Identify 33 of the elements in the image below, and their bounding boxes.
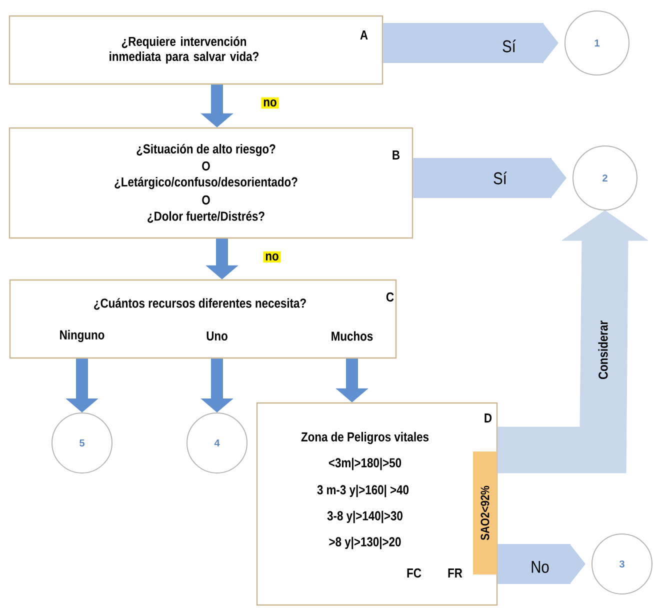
question-box: [8, 15, 384, 85]
option-label: Uno: [206, 331, 228, 341]
edge-label: No: [528, 559, 552, 575]
question-text: ¿Letárgico/confuso/desorientado?: [114, 176, 298, 190]
box-heading: Zona de Peligros vitales: [301, 432, 429, 444]
box-letter: C: [386, 292, 394, 302]
edge-label: Considerar: [596, 318, 610, 382]
edge-label: no: [263, 251, 281, 263]
box-letter: D: [484, 414, 492, 422]
edge-label: Sí: [500, 38, 518, 54]
question-text: ¿Cuántos recursos diferentes necesita?: [94, 298, 306, 310]
question-box: [8, 127, 414, 239]
l-shaped-arrow: [497, 210, 648, 474]
vital-signs-row: 3-8 y|>140|>30: [327, 510, 402, 524]
column-label: FR: [448, 568, 462, 578]
question-box: [9, 279, 397, 359]
option-label: Muchos: [332, 331, 373, 341]
option-label: Ninguno: [60, 330, 104, 342]
edge-label: Sí: [491, 170, 509, 186]
vital-signs-row: >8 y|>130|>20: [329, 536, 401, 550]
box-letter: A: [360, 30, 368, 40]
connector-word: O: [202, 195, 210, 205]
question-text: ¿Situación de alto riesgo?: [136, 144, 276, 156]
edge-label: no: [261, 97, 279, 109]
question-text: ¿Dolor fuerte/Distrés?: [148, 211, 264, 223]
box-letter: B: [392, 150, 400, 160]
vital-signs-row: <3m|>180|>50: [328, 458, 402, 470]
vital-signs-box: [256, 402, 498, 606]
oxygen-band: SAO2<92%: [473, 452, 497, 574]
vital-signs-row: 3 m-3 y|>160| >40: [317, 484, 409, 498]
question-text: ¿Requiere intervención inmediata para salvar vida?: [110, 36, 258, 64]
column-label: FC: [407, 568, 422, 578]
connector-word: O: [202, 161, 210, 171]
